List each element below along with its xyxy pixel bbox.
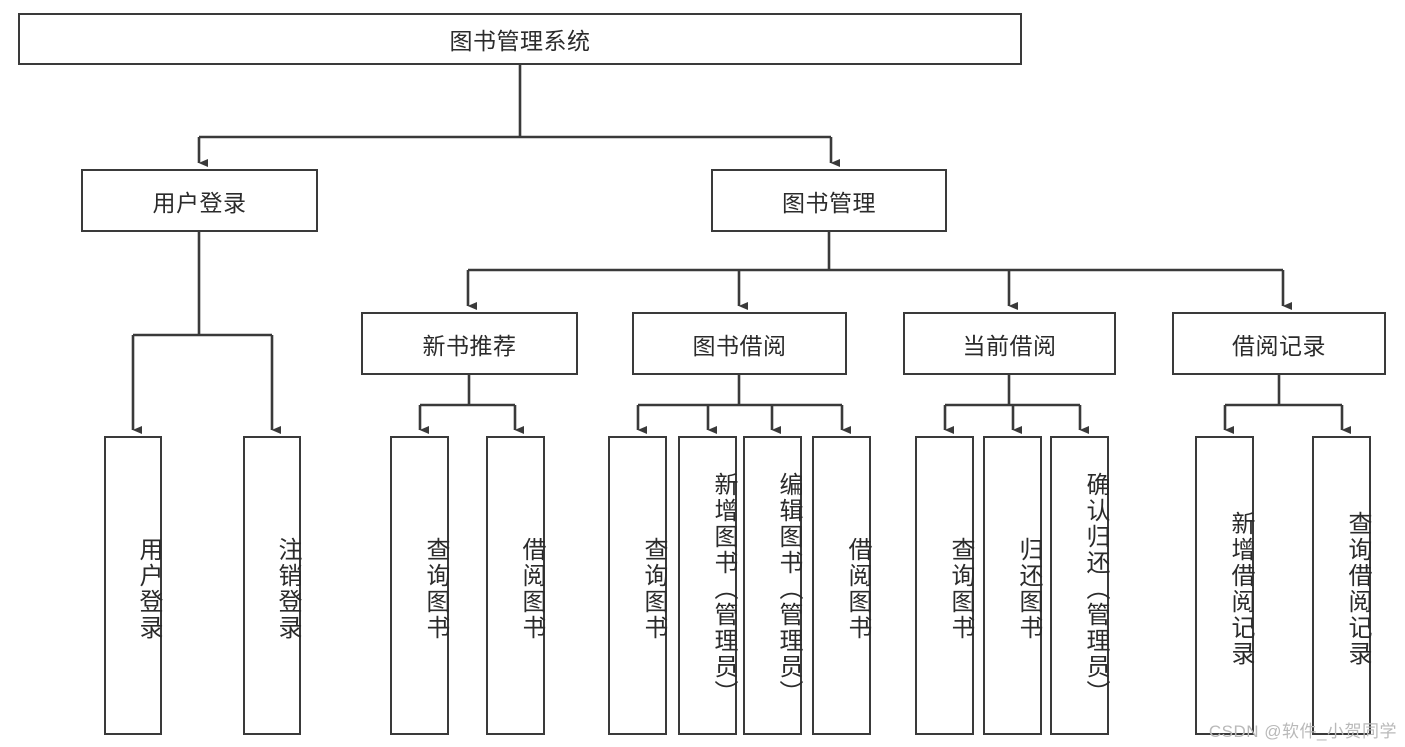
node-new-book-recommend[interactable]: 新书推荐 <box>361 312 578 375</box>
node-root-library-system[interactable]: 图书管理系统 <box>18 13 1022 65</box>
node-label: 用户登录 <box>152 189 247 216</box>
leaf-query-books-current[interactable]: 查询图书 <box>915 436 974 735</box>
node-label: 查询借阅记录 <box>1344 510 1371 667</box>
leaf-query-books-borrow[interactable]: 查询图书 <box>608 436 667 735</box>
node-label: 借阅记录 <box>1232 332 1326 359</box>
node-label: 编辑图书（管理员） <box>775 471 802 706</box>
node-label: 图书管理系统 <box>449 28 591 54</box>
leaf-add-borrow-record[interactable]: 新增借阅记录 <box>1195 436 1254 735</box>
node-borrow-records[interactable]: 借阅记录 <box>1172 312 1386 375</box>
node-label: 借阅图书 <box>518 536 545 641</box>
leaf-add-book-admin[interactable]: 新增图书（管理员） <box>678 436 737 735</box>
node-label: 确认归还（管理员） <box>1082 471 1109 706</box>
node-label: 注销登录 <box>274 536 301 641</box>
node-current-borrow[interactable]: 当前借阅 <box>903 312 1116 375</box>
node-user-login[interactable]: 用户登录 <box>81 169 318 232</box>
leaf-return-books[interactable]: 归还图书 <box>983 436 1042 735</box>
leaf-user-login[interactable]: 用户登录 <box>104 436 162 735</box>
node-label: 归还图书 <box>1015 536 1042 641</box>
leaf-query-books-recommend[interactable]: 查询图书 <box>390 436 449 735</box>
node-label: 查询图书 <box>422 536 449 641</box>
leaf-query-borrow-record[interactable]: 查询借阅记录 <box>1312 436 1371 735</box>
node-book-borrow[interactable]: 图书借阅 <box>632 312 847 375</box>
leaf-borrow-books-recommend[interactable]: 借阅图书 <box>486 436 545 735</box>
node-label: 新增图书（管理员） <box>710 471 737 706</box>
watermark: CSDN @软件_小贺同学 <box>1208 722 1397 741</box>
node-label: 查询图书 <box>947 536 974 641</box>
node-book-management[interactable]: 图书管理 <box>711 169 947 232</box>
leaf-logout[interactable]: 注销登录 <box>243 436 301 735</box>
node-label: 当前借阅 <box>962 332 1057 359</box>
node-label: 图书管理 <box>782 189 876 216</box>
node-label: 借阅图书 <box>844 536 871 641</box>
node-label: 图书借阅 <box>692 332 787 359</box>
leaf-confirm-return-admin[interactable]: 确认归还（管理员） <box>1050 436 1109 735</box>
node-label: 新增借阅记录 <box>1227 510 1254 667</box>
leaf-edit-book-admin[interactable]: 编辑图书（管理员） <box>743 436 802 735</box>
node-label: 新书推荐 <box>422 332 517 359</box>
node-label: 用户登录 <box>135 536 162 641</box>
leaf-borrow-books-borrow[interactable]: 借阅图书 <box>812 436 871 735</box>
node-label: 查询图书 <box>640 536 667 641</box>
